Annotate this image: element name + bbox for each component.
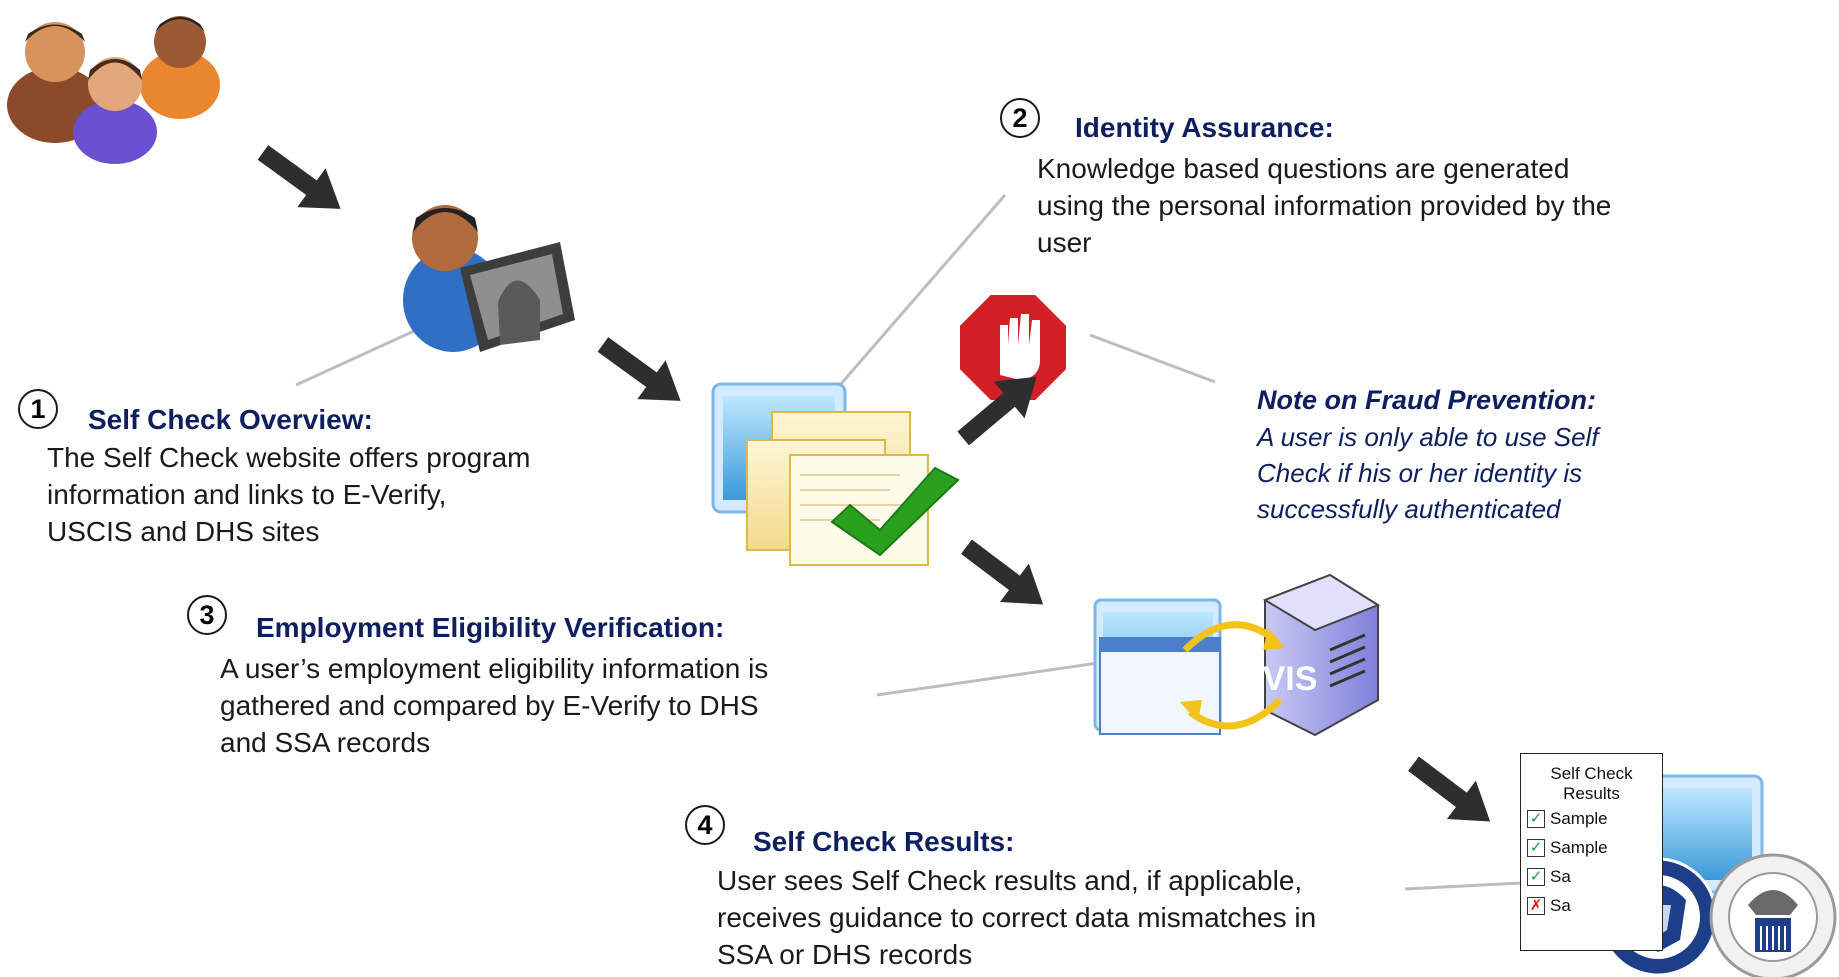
result-row: ✓ Sample [1527,833,1662,862]
step-4-number: 4 [685,805,725,845]
step-3-description: A user’s employment eligibility informat… [220,650,768,761]
step-4-description: User sees Self Check results and, if app… [717,862,1316,973]
step-4-title: Self Check Results: [753,826,1015,857]
results-card-title: Self Check Results [1521,764,1662,804]
x-icon: ✗ [1527,896,1545,915]
results-title-line: Self Check [1550,764,1633,783]
step-4-line: SSA or DHS records [717,939,973,970]
result-label: Sample [1550,808,1608,828]
ssa-seal-icon [1709,853,1837,977]
arrow-2 [597,337,681,401]
check-icon: ✓ [1527,809,1545,828]
step-4-line: receives guidance to correct data mismat… [717,902,1317,933]
arrow-5 [1408,756,1491,822]
user-at-computer-icon [403,205,575,352]
check-icon: ✓ [1527,867,1545,886]
step-1-line: information and links to E-Verify, [47,479,447,510]
user-group-icon [7,16,220,164]
step-2-description: Knowledge based questions are generated … [1037,150,1611,261]
server-label: VIS [1263,660,1318,698]
step-1-line: The Self Check website offers program [47,442,531,473]
step-1-number: 1 [18,389,58,429]
step-3-line: gathered and compared by E-Verify to DHS [220,690,759,721]
step-2-number: 2 [1000,98,1040,138]
stop-sign-icon [956,291,1070,404]
step-2-title: Identity Assurance: [1075,112,1334,143]
result-label: Sa [1550,866,1571,886]
flow-arrows [257,145,1491,822]
connector-step4 [1404,881,1522,891]
result-row: ✓ Sample [1527,804,1662,833]
arrow-1 [257,145,341,209]
connector-step2 [838,194,1007,386]
fraud-note-line: successfully authenticated [1257,494,1561,524]
step-1-description: The Self Check website offers program in… [47,439,530,550]
step-3-title: Employment Eligibility Verification: [256,612,725,643]
step-3-number: 3 [187,595,227,635]
step-3-line: and SSA records [220,727,431,758]
step-2-line: using the personal information provided … [1037,190,1612,221]
step-2-line: user [1037,227,1092,258]
step-3-line: A user’s employment eligibility informat… [220,653,769,684]
step-1-line: USCIS and DHS sites [47,516,320,547]
step-4-line: User sees Self Check results and, if app… [717,865,1303,896]
check-icon: ✓ [1527,838,1545,857]
step-2-line: Knowledge based questions are generated [1037,153,1570,184]
connector-step3 [876,661,1099,697]
vis-server-icon: VIS [1093,573,1381,737]
results-card: Self Check Results ✓ Sample ✓ Sample ✓ S… [1520,753,1663,951]
result-row: ✓ Sa [1527,862,1662,891]
forms-approved-icon [711,382,960,566]
result-row: ✗ Sa [1527,891,1662,920]
arrow-4 [961,539,1044,605]
fraud-note-description: A user is only able to use Self Check if… [1257,419,1599,527]
fraud-note-line: A user is only able to use Self [1257,422,1599,452]
fraud-note-line: Check if his or her identity is [1257,458,1583,488]
step-1-title: Self Check Overview: [88,404,373,435]
results-title-line: Results [1563,784,1620,803]
arrow-3 [957,376,1037,446]
fraud-note-title: Note on Fraud Prevention: [1257,385,1597,415]
result-label: Sa [1550,895,1571,915]
result-label: Sample [1550,837,1608,857]
connector-note [1089,333,1216,384]
